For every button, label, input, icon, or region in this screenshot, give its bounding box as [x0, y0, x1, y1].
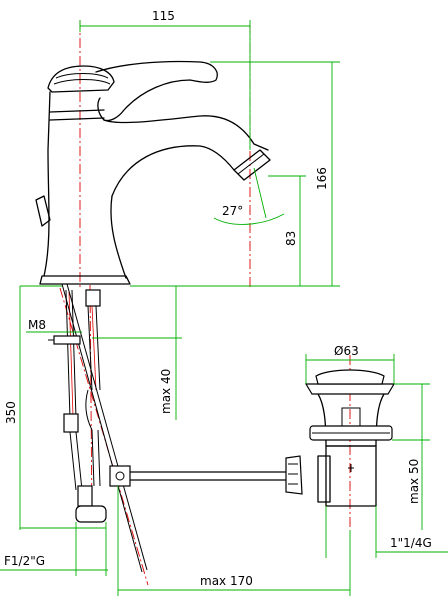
dim-label-114g: 1"1/4G [390, 536, 432, 550]
dim-d63: Ø63 [305, 344, 395, 384]
dim-max-170: max 170 [117, 486, 351, 596]
dim-115: 115 [79, 9, 251, 150]
dim-label-166: 166 [315, 167, 329, 190]
under-basin-assembly [48, 283, 291, 573]
dim-label-max-50: max 50 [407, 459, 421, 504]
dim-f12g: F1/2"G [0, 522, 108, 576]
waste-assembly [285, 369, 396, 507]
dim-label-max-40: max 40 [159, 369, 173, 414]
dim-label-f12g: F1/2"G [4, 554, 45, 568]
dim-label-27deg: 27° [222, 204, 243, 218]
dim-max-50: max 50 [392, 383, 430, 530]
dim-label-d63: Ø63 [334, 344, 359, 358]
faucet-body [35, 60, 271, 285]
dim-114g: 1"1/4G [325, 506, 448, 558]
dim-label-83: 83 [284, 231, 298, 246]
dim-label-350: 350 [4, 401, 18, 424]
dim-m8: M8 [26, 318, 82, 333]
dim-angle: 27° [213, 167, 285, 225]
dim-166: 166 [130, 61, 340, 287]
dim-max-40: max 40 [92, 286, 182, 420]
dim-83: 83 [268, 175, 306, 286]
dim-350: 350 [4, 285, 106, 530]
center-lines [59, 20, 351, 586]
dim-label-115: 115 [152, 9, 175, 23]
dim-label-m8: M8 [28, 318, 46, 332]
dim-label-max-170: max 170 [200, 574, 253, 588]
